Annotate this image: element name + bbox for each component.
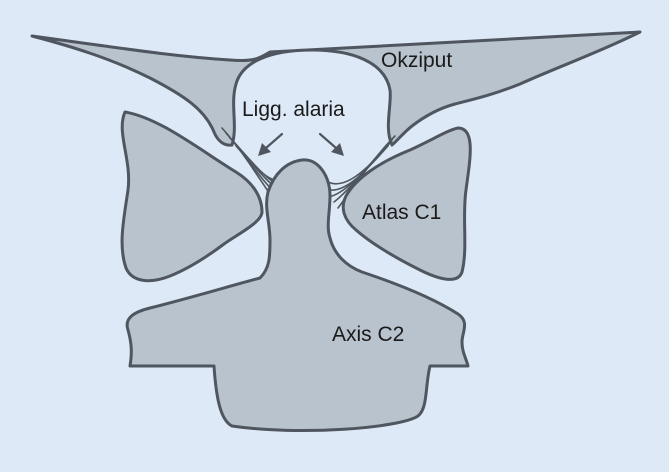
atlas-left-lateral-mass	[120, 110, 264, 283]
label-alar-ligaments: Ligg. alaria	[242, 98, 345, 121]
label-occiput: Okziput	[381, 49, 452, 72]
label-axis: Axis C2	[332, 323, 404, 346]
alar-ligament-arrows	[258, 132, 344, 156]
right-arrow	[318, 132, 338, 150]
occiput-bone	[30, 30, 642, 147]
left-arrow	[264, 132, 284, 150]
axis-bone-with-dens	[125, 158, 470, 432]
right-arrowhead	[331, 143, 344, 156]
left-arrowhead	[258, 143, 271, 156]
atlas-right-lateral-mass	[341, 126, 472, 281]
label-atlas: Atlas C1	[362, 201, 441, 224]
